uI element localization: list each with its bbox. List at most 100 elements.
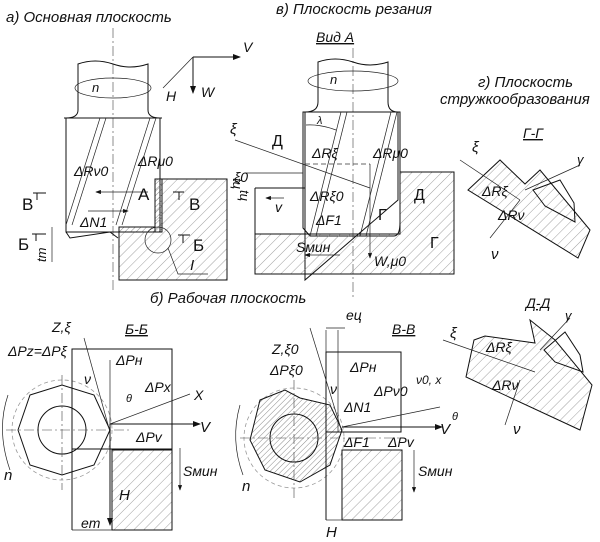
label-V: V	[243, 39, 254, 55]
dd-section-body	[465, 318, 593, 431]
dd-nu-axis	[504, 379, 521, 426]
label-section-G-mid: Г	[378, 207, 387, 224]
bb-label-V: V	[200, 419, 212, 436]
gg-label-nu: ν	[491, 246, 499, 263]
bb-label-em: em	[81, 515, 101, 531]
dd-gamma-line	[539, 317, 571, 351]
vv-label-dPH: ΔPн	[349, 359, 377, 375]
label-dRxi0: ΔRξ0	[309, 188, 344, 204]
vv-workpiece	[341, 449, 403, 521]
flute-line	[115, 117, 151, 226]
flute-line	[65, 117, 101, 226]
bb-label-H: H	[119, 487, 130, 504]
vv-label-dN1: ΔN1	[343, 399, 371, 415]
bb-label-dPH: ΔPн	[115, 352, 143, 368]
panel-g-title-line1: г) Плоскость	[478, 74, 573, 91]
label-n: n	[330, 72, 337, 87]
workpiece	[254, 171, 455, 275]
flute-line	[71, 117, 107, 226]
bb-label-smin: Sмин	[183, 463, 218, 479]
gg-nu-axis	[489, 199, 521, 239]
view-a-title: Вид А	[316, 29, 354, 45]
label-dF1: ΔF1	[315, 212, 342, 228]
label-section-Bb-right: Б	[193, 236, 204, 255]
h-axis-line	[162, 56, 194, 89]
panel-v-title: в) Плоскость резания	[276, 1, 432, 18]
bb-X-axis	[109, 393, 191, 425]
cutter-body	[304, 58, 399, 282]
section-bb: Б-Б Z,ξ ΔPz=ΔPξ ΔPн ν θ ΔPx X V ΔPv n Sм…	[2, 319, 218, 531]
bb-z-axis	[83, 337, 111, 433]
bb-label-dPz: ΔPz=ΔPξ	[7, 343, 68, 359]
detail-leader	[167, 247, 208, 275]
flute-line	[121, 117, 157, 226]
dd-label-dRxi: ΔRξ	[485, 339, 513, 355]
bb-rotation-arc	[2, 394, 11, 471]
dd-chip	[543, 331, 584, 373]
label-section-D-right: Д	[414, 187, 425, 204]
dd-label-dRv: ΔRν	[491, 377, 519, 393]
label-section-Bb-left: Б	[18, 235, 29, 254]
label-dRmu0: ΔRμ0	[137, 153, 173, 169]
section-title-vv: В-В	[392, 321, 415, 337]
section-vv: В-В eц Z,ξ0 ΔPξ0 ΔPн ν ΔN1 ΔPν0 ν0, x θ …	[235, 307, 458, 541]
label-dN1: ΔN1	[79, 214, 107, 230]
vv-rotation-arc	[235, 404, 244, 476]
flute-line	[359, 111, 392, 237]
section-markers	[32, 191, 190, 243]
bb-cutter-profile	[17, 384, 111, 476]
section-title-dd: Д-Д	[524, 295, 551, 311]
dd-label-xi: ξ	[450, 325, 458, 342]
vv-label-nu: ν	[330, 381, 337, 397]
dd-label-nu: ν	[513, 421, 521, 438]
dd-label-gamma: γ	[565, 308, 573, 323]
lambda-arc	[305, 124, 337, 131]
gg-label-xi: ξ	[472, 139, 480, 156]
label-dRv0: ΔRν0	[73, 163, 109, 179]
label-lambda: λ	[316, 115, 322, 127]
label-n: n	[92, 80, 99, 95]
flute-line	[365, 111, 398, 237]
gg-xi-axis	[459, 159, 521, 201]
gg-label-dRv: ΔRν	[497, 207, 525, 223]
vv-label-dF1: ΔF1	[343, 434, 370, 450]
vv-force-box	[325, 351, 402, 433]
gg-label-dRxi: ΔRξ	[481, 183, 509, 199]
label-w-mu0: W,μ0	[374, 253, 406, 269]
panel-g-title-line2: стружкообразования	[440, 91, 590, 108]
vv-label-v0x: ν0, x	[416, 373, 442, 387]
label-smin: Sмин	[296, 239, 331, 255]
label-tc-a: tц	[230, 178, 245, 189]
section-title-gg: Г-Г	[523, 125, 544, 141]
label-dRxi: ΔRξ	[311, 145, 339, 161]
gg-section-body	[467, 159, 591, 259]
label-H: H	[166, 88, 177, 104]
vv-label-dPv: ΔPv	[387, 434, 415, 450]
gg-chip	[532, 179, 576, 223]
vv-x-axis	[341, 406, 441, 428]
rotation-ellipse	[307, 70, 399, 92]
vv-label-n: n	[242, 478, 250, 495]
label-section-D-top: Д	[272, 133, 283, 150]
bb-label-dPx: ΔPx	[144, 379, 172, 395]
flute-line	[309, 111, 342, 237]
gg-gamma-line	[524, 164, 581, 191]
label-tm: tm	[34, 247, 49, 262]
vv-label-z-xi0: Z,ξ0	[271, 341, 299, 357]
bb-label-z-xi: Z,ξ	[51, 319, 71, 335]
bb-label-n: n	[4, 467, 12, 484]
label-section-G-right: Г	[430, 235, 439, 252]
gg-label-gamma: γ	[577, 152, 585, 167]
vv-z-axis	[309, 327, 343, 433]
vv-cutter-profile	[249, 389, 343, 483]
vv-label-dPxi0: ΔPξ0	[269, 362, 303, 378]
label-A: А	[138, 185, 150, 204]
vv-label-theta: θ	[452, 411, 458, 423]
label-W: W	[201, 84, 216, 100]
xi-axis-line	[234, 139, 371, 189]
section-dd: Д-Д ξ γ ΔRξ ΔRν ν	[442, 295, 593, 438]
vv-label-dPv0: ΔPν0	[373, 383, 408, 399]
section-title-bb: Б-Б	[125, 321, 148, 337]
vv-label-ec: eц	[346, 307, 362, 323]
